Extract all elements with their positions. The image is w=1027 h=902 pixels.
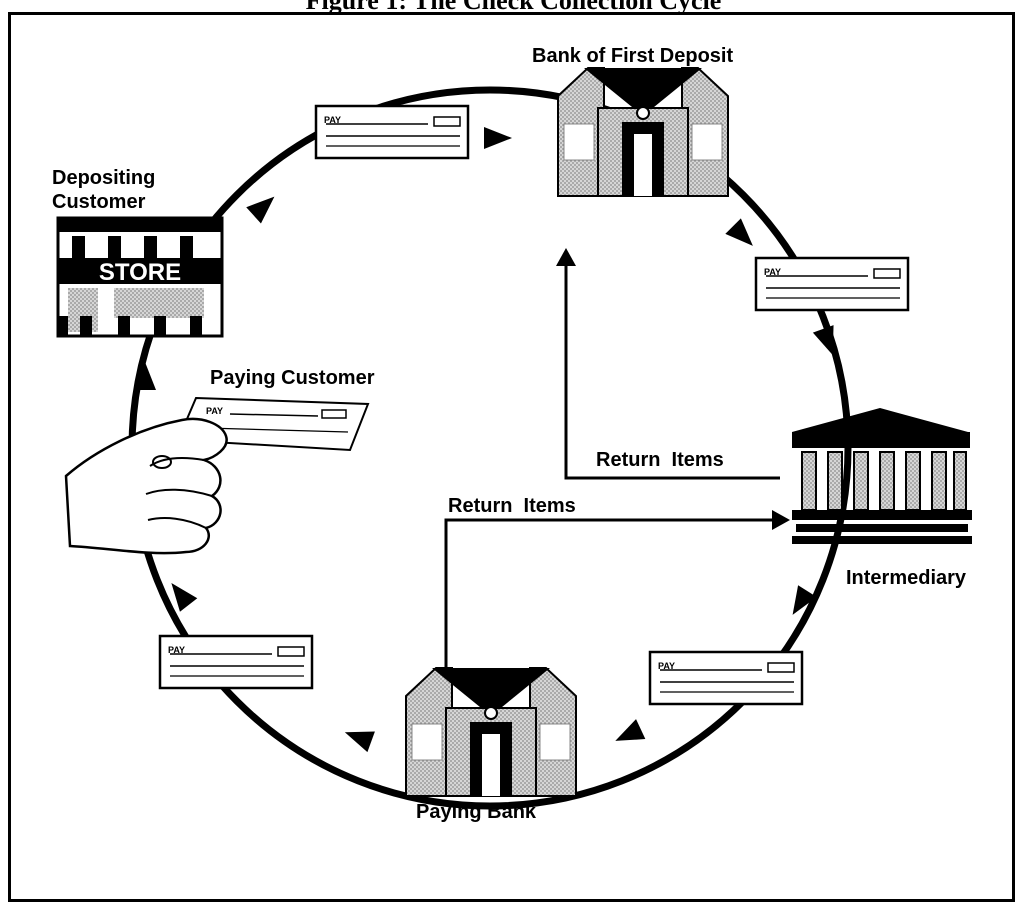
- return-items-label: Return Items: [596, 449, 724, 471]
- flow-arrow: [725, 218, 753, 246]
- check-icon: PAY: [754, 256, 910, 312]
- paying-customer-label: Paying Customer: [210, 367, 375, 389]
- intermediary-label: Intermediary: [846, 567, 967, 589]
- flow-arrow: [246, 196, 275, 224]
- flow-arrow: [812, 325, 834, 356]
- depositing-customer-label-line2: Customer: [52, 191, 146, 213]
- flow-arrow: [171, 582, 198, 612]
- check-pay-label: PAY: [658, 661, 675, 671]
- flow-arrow: [615, 719, 646, 741]
- check-pay-label: PAY: [764, 267, 781, 277]
- check-pay-label: PAY: [206, 406, 223, 416]
- page-title: Figure 1: The Check Collection Cycle: [305, 0, 722, 15]
- check-pay-label: PAY: [168, 645, 185, 655]
- flow-arrow: [134, 362, 156, 390]
- paying-bank-label: Paying Bank: [416, 801, 537, 823]
- return-items-arrow: [444, 518, 776, 672]
- bank-of-first-deposit-label: Bank of First Deposit: [532, 45, 734, 67]
- depositing-customer-label-line1: Depositing: [52, 167, 156, 189]
- flow-arrow: [344, 731, 375, 753]
- flow-arrow: [792, 585, 817, 615]
- check-icon: PAY: [648, 650, 804, 706]
- intermediary-icon: [792, 408, 972, 544]
- check-icon: PAY: [158, 634, 314, 690]
- bank-of-first-deposit-icon: [557, 67, 729, 197]
- return-items-arrow: [564, 262, 780, 480]
- return-items-label: Return Items: [448, 495, 576, 517]
- hand-with-check-icon: PAY: [64, 396, 370, 555]
- check-pay-label: PAY: [324, 115, 341, 125]
- store-sign: STORE: [99, 259, 181, 286]
- store-icon: STORE: [56, 216, 224, 338]
- flow-arrow: [484, 127, 512, 149]
- check-icon: PAY: [314, 104, 470, 160]
- paying-bank-icon: [405, 667, 577, 797]
